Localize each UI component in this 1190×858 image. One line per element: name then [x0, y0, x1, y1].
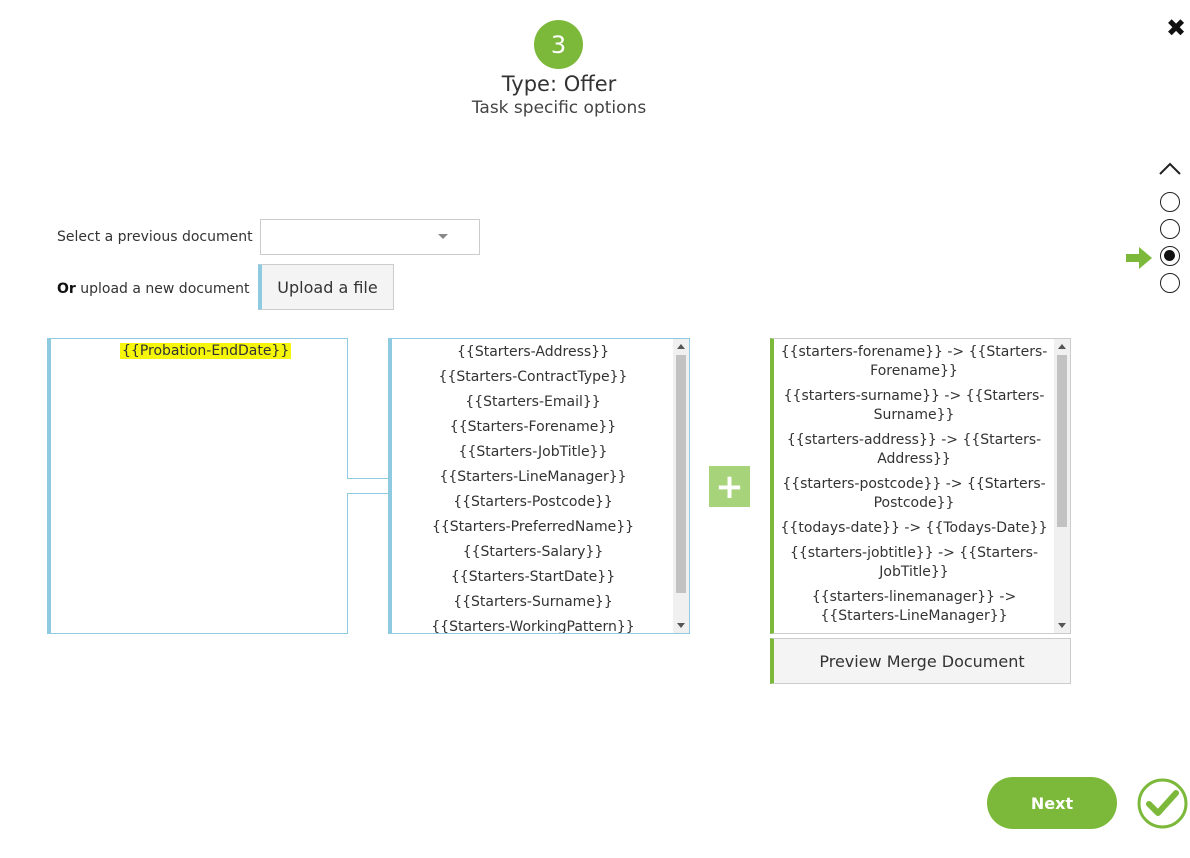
scroll-down-arrow-icon[interactable] — [677, 623, 685, 628]
mapping-item[interactable]: {{todays-date}} -> {{Todays-Date}} — [780, 520, 1048, 536]
page-title: Type: Offer — [501, 72, 617, 96]
field-item[interactable]: {{Starters-Forename}} — [449, 419, 617, 435]
mapping-item[interactable]: {{starters-jobtitle}} -> {{Starters-JobT… — [789, 545, 1039, 580]
fields-scrollbar[interactable] — [673, 339, 689, 633]
add-mapping-button[interactable]: + — [709, 466, 750, 507]
next-button[interactable]: Next — [987, 777, 1117, 829]
mapping-item[interactable]: {{starters-surname}} -> {{Starters-Surna… — [783, 388, 1045, 423]
upload-label-or: Or — [57, 281, 76, 297]
scroll-up-arrow-icon[interactable] — [677, 344, 685, 349]
upload-file-button[interactable]: Upload a file — [258, 264, 394, 310]
checkmark-circle-icon[interactable] — [1137, 778, 1188, 829]
mapping-item[interactable]: {{starters-linemanager}} -> {{Starters-L… — [811, 589, 1017, 624]
mappings-scrollbar-thumb[interactable] — [1057, 355, 1067, 527]
chevron-up-icon[interactable] — [1158, 160, 1182, 178]
field-item[interactable]: {{Starters-StartDate}} — [450, 569, 616, 585]
mapping-item[interactable]: {{starters-postcode}} -> {{Starters-Post… — [782, 476, 1046, 511]
field-item[interactable]: {{Starters-ContractType}} — [438, 369, 628, 385]
mappings-scrollbar[interactable] — [1054, 339, 1070, 633]
previous-document-label: Select a previous document — [57, 229, 253, 245]
step-dot-4[interactable] — [1160, 273, 1180, 293]
close-icon[interactable]: ✖ — [1165, 14, 1187, 42]
preview-merge-document-button[interactable]: Preview Merge Document — [770, 638, 1071, 684]
step-dot-3[interactable] — [1160, 246, 1180, 266]
page-subtitle: Task specific options — [471, 98, 647, 118]
step-number-badge: 3 — [534, 20, 583, 69]
field-item[interactable]: {{Starters-PreferredName}} — [431, 519, 635, 535]
mapping-item[interactable]: {{starters-forename}} -> {{Starters-Fore… — [780, 344, 1048, 379]
document-tags-panel — [47, 338, 348, 634]
upload-document-label: Or upload a new document — [57, 281, 249, 297]
arrow-right-icon — [1126, 247, 1152, 269]
fields-scrollbar-thumb[interactable] — [676, 355, 686, 593]
step-dot-2[interactable] — [1160, 219, 1180, 239]
step-dot-1[interactable] — [1160, 192, 1180, 212]
field-mappings-list[interactable]: {{starters-forename}} -> {{Starters-Fore… — [770, 338, 1071, 634]
mapping-item[interactable]: {{starters-address}} -> {{Starters-Addre… — [786, 432, 1042, 467]
field-item[interactable]: {{Starters-WorkingPattern}} — [431, 619, 635, 634]
plus-icon: + — [715, 466, 744, 507]
field-item[interactable]: {{Starters-Email}} — [465, 394, 601, 410]
document-tag-item[interactable]: {{Probation-EndDate}} — [120, 343, 292, 359]
upload-label-text: upload a new document — [75, 281, 250, 297]
field-item[interactable]: {{Starters-JobTitle}} — [458, 444, 608, 460]
field-item[interactable]: {{Starters-Address}} — [457, 344, 609, 360]
field-item[interactable]: {{Starters-Salary}} — [462, 544, 604, 560]
chevron-down-icon — [438, 234, 448, 239]
available-fields-list[interactable]: {{Starters-Address}} {{Starters-Contract… — [388, 338, 690, 634]
field-item[interactable]: {{Starters-Postcode}} — [453, 494, 613, 510]
field-item[interactable]: {{Starters-Surname}} — [453, 594, 613, 610]
field-item[interactable]: {{Starters-LineManager}} — [439, 469, 627, 485]
panel-connector — [347, 478, 390, 494]
scroll-down-arrow-icon[interactable] — [1058, 623, 1066, 628]
scroll-up-arrow-icon[interactable] — [1058, 344, 1066, 349]
